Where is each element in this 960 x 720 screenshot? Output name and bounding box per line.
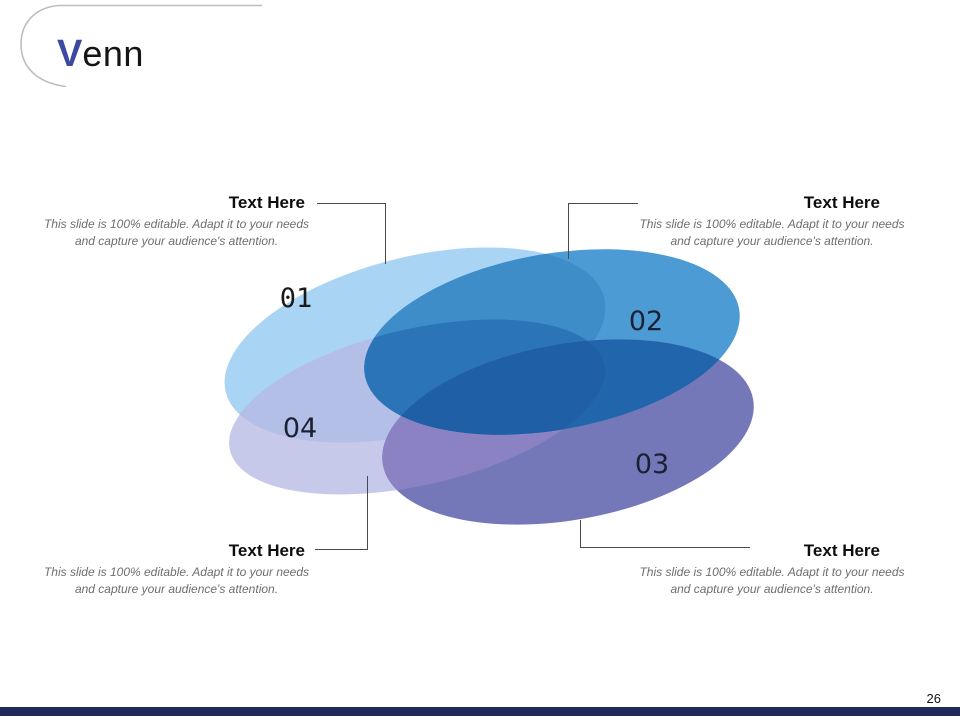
connector-top-right-horizontal <box>568 203 638 204</box>
callout-bottom-left-body: This slide is 100% editable. Adapt it to… <box>43 565 310 597</box>
callout-top-right-body: This slide is 100% editable. Adapt it to… <box>639 217 905 249</box>
callout-bottom-left[interactable]: Text Here This slide is 100% editable. A… <box>40 541 313 598</box>
slide-title-accent: V <box>57 33 83 75</box>
connector-top-left-horizontal <box>317 203 385 204</box>
callout-bottom-right-heading: Text Here <box>803 541 880 560</box>
connector-top-left-vertical <box>385 203 386 264</box>
connector-bottom-left-vertical <box>367 476 368 550</box>
connector-bottom-right-vertical <box>580 520 581 548</box>
callout-bottom-right-body: This slide is 100% editable. Adapt it to… <box>639 565 905 597</box>
venn-label-01[interactable]: 01 <box>279 283 313 314</box>
footer-bar <box>0 707 960 716</box>
callout-top-left-heading: Text Here <box>228 193 305 212</box>
venn-label-03[interactable]: 03 <box>634 449 670 480</box>
callout-bottom-right[interactable]: Text Here This slide is 100% editable. A… <box>638 541 906 598</box>
callout-top-right-heading: Text Here <box>803 193 880 212</box>
callout-top-right[interactable]: Text Here This slide is 100% editable. A… <box>638 193 906 250</box>
callout-top-left-body: This slide is 100% editable. Adapt it to… <box>43 217 310 249</box>
connector-top-right-vertical <box>568 203 569 259</box>
slide-title[interactable]: Venn <box>57 33 144 76</box>
connector-bottom-right-horizontal <box>580 547 750 548</box>
callout-bottom-left-heading: Text Here <box>228 541 305 560</box>
callout-top-left[interactable]: Text Here This slide is 100% editable. A… <box>40 193 313 250</box>
page-number: 26 <box>926 691 941 706</box>
slide-title-rest: enn <box>82 33 144 74</box>
venn-label-04[interactable]: 04 <box>282 413 318 444</box>
venn-label-02[interactable]: 02 <box>628 306 664 337</box>
connector-bottom-left-horizontal <box>315 549 367 550</box>
